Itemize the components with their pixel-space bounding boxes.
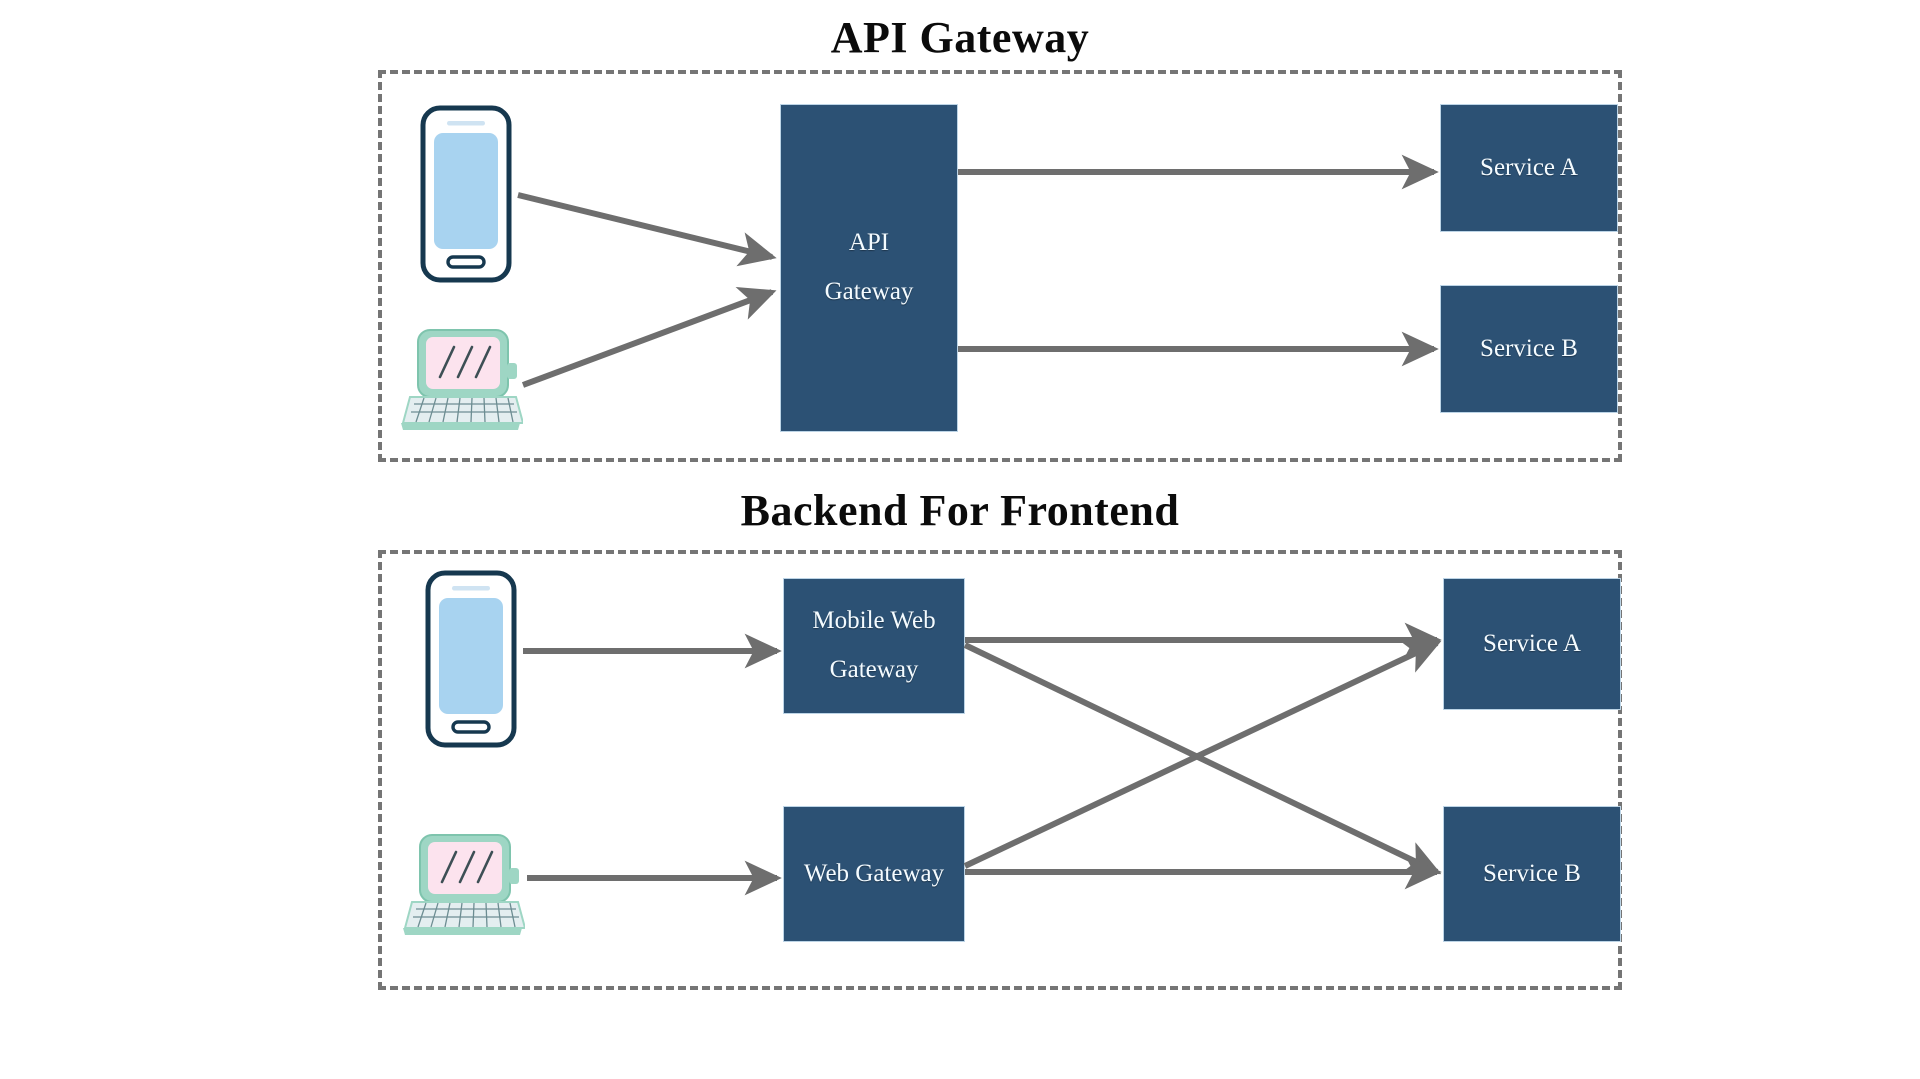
node-service-a-top-label: Service A — [1480, 153, 1578, 181]
node-web-gateway[interactable]: Web Gateway — [783, 806, 965, 942]
section-title-api-gateway: API Gateway — [830, 13, 1090, 62]
node-service-b-top[interactable]: Service B — [1440, 285, 1618, 413]
node-service-b-bottom[interactable]: Service B — [1443, 806, 1621, 942]
node-service-a-bottom[interactable]: Service A — [1443, 578, 1621, 710]
node-mobile-web-gateway-line1: Mobile Web — [812, 607, 936, 635]
node-service-b-top-label: Service B — [1480, 334, 1578, 362]
node-mobile-web-gateway[interactable]: Mobile Web Gateway — [783, 578, 965, 714]
laptop-icon — [400, 830, 527, 940]
node-service-a-top[interactable]: Service A — [1440, 104, 1618, 232]
laptop-icon — [398, 325, 525, 435]
mobile-phone-icon — [420, 105, 512, 283]
section-title-backend-for-frontend: Backend For Frontend — [740, 486, 1180, 535]
node-mobile-web-gateway-line2: Gateway — [829, 656, 919, 683]
node-web-gateway-line1: Web Gateway — [803, 859, 945, 887]
backend-for-frontend-container — [378, 550, 1622, 990]
node-service-a-bottom-label: Service A — [1483, 629, 1581, 657]
api-gateway-container — [378, 70, 1622, 462]
node-service-b-bottom-label: Service B — [1483, 859, 1581, 887]
node-api-gateway-line2: Gateway — [824, 278, 914, 305]
node-api-gateway[interactable]: API Gateway — [780, 104, 958, 432]
mobile-phone-icon — [425, 570, 517, 748]
node-api-gateway-line1: API — [848, 229, 890, 257]
